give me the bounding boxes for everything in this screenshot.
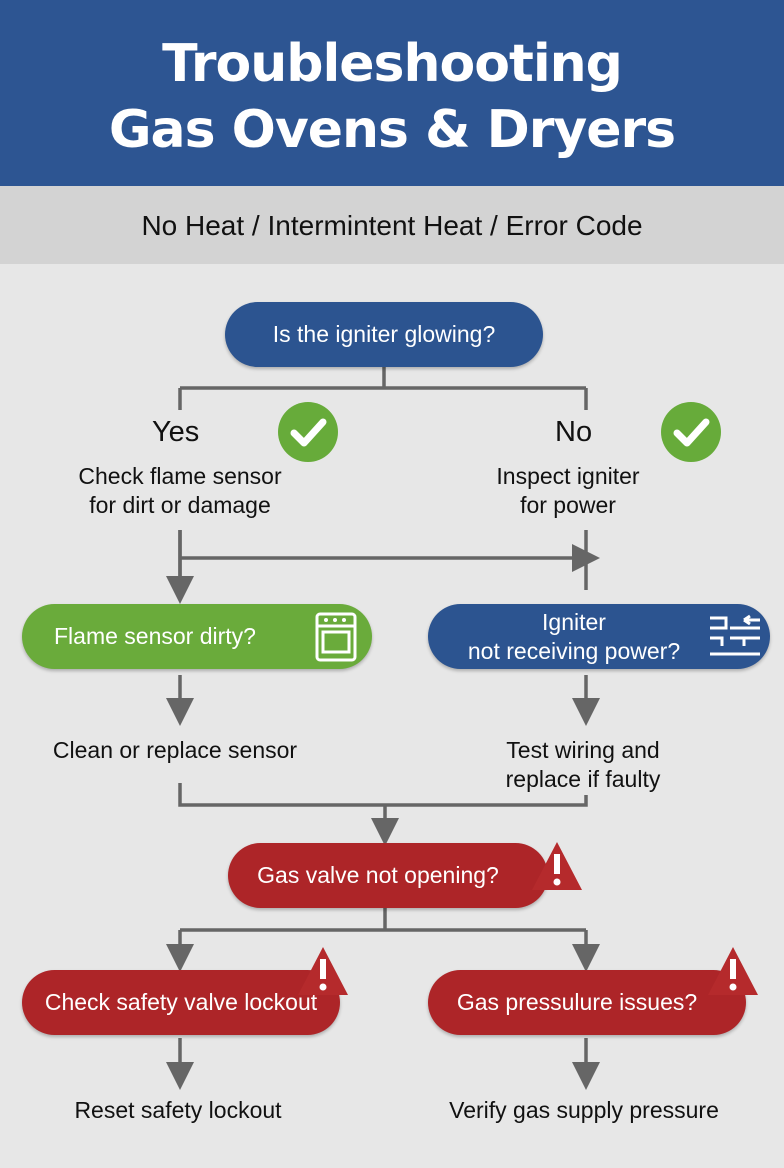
title-line-1: Troubleshooting bbox=[162, 34, 623, 94]
warning-icon bbox=[532, 842, 582, 890]
gas-valve-node: Gas valve not opening? bbox=[228, 843, 548, 908]
wiring-icon bbox=[710, 614, 760, 656]
gas-pressure-text: Gas pressulure issues? bbox=[456, 989, 698, 1015]
warning-icon bbox=[708, 947, 758, 995]
subtitle: No Heat / Intermintent Heat / Error Code bbox=[0, 186, 784, 264]
no-label: No bbox=[555, 416, 593, 448]
yes-label: Yes bbox=[152, 416, 200, 448]
safety-lockout-text: Check safety valve lockout bbox=[44, 989, 318, 1015]
start-question-node: Is the igniter glowing? bbox=[225, 302, 543, 367]
flame-sensor-node: Flame sensor dirty? bbox=[22, 604, 372, 669]
gas-valve-text: Gas valve not opening? bbox=[257, 862, 499, 888]
right-final-action: Verify gas supply pressure bbox=[449, 1097, 719, 1123]
warning-icon bbox=[298, 947, 348, 995]
header-banner: Troubleshooting Gas Ovens & Dryers bbox=[0, 0, 784, 186]
yes-action: Clean or replace sensor bbox=[52, 737, 298, 763]
title-line-2: Gas Ovens & Dryers bbox=[108, 100, 676, 160]
oven-icon bbox=[315, 612, 357, 662]
left-final-action: Reset safety lockout bbox=[74, 1097, 282, 1123]
flame-sensor-text: Flame sensor dirty? bbox=[54, 623, 256, 649]
start-question-text: Is the igniter glowing? bbox=[272, 321, 496, 347]
check-icon bbox=[661, 402, 721, 462]
check-icon bbox=[278, 402, 338, 462]
gas-pressure-node: Gas pressulure issues? bbox=[428, 970, 746, 1035]
safety-lockout-node: Check safety valve lockout bbox=[22, 970, 340, 1035]
